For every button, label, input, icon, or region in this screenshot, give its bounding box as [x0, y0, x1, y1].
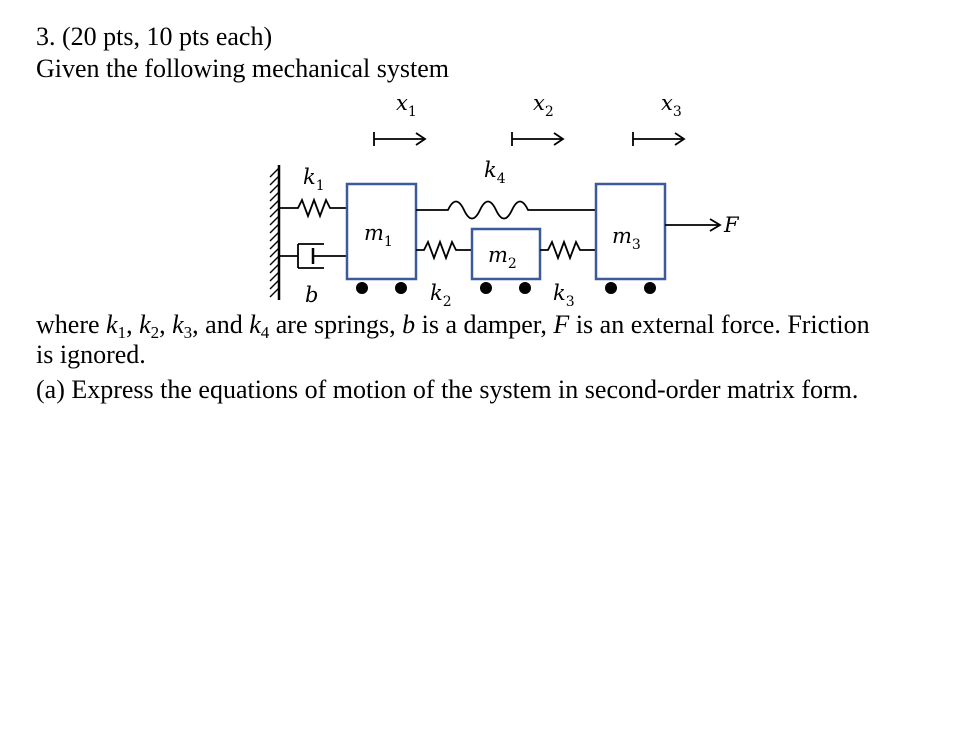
- m2-label: m2: [488, 243, 517, 272]
- wheel-m3-right: [644, 282, 656, 294]
- displacement-arrow-x3: [632, 132, 686, 146]
- x1-label: x1: [396, 91, 417, 120]
- wheel-m1-right: [395, 282, 407, 294]
- wheel-m2-right: [519, 282, 531, 294]
- spring-k4: [416, 200, 596, 220]
- mass-m2: [470, 227, 542, 281]
- mass-m3: [594, 182, 667, 281]
- mass-m1: [345, 182, 418, 281]
- displacement-arrow-x1: [373, 132, 427, 146]
- b-label: b: [305, 283, 318, 307]
- displacement-arrow-x2: [511, 132, 565, 146]
- spring-k1: [280, 197, 347, 219]
- m1-label: m1: [364, 221, 393, 250]
- problem-intro: Given the following mechanical system: [36, 54, 450, 83]
- wheel-m1-left: [356, 282, 368, 294]
- wall: [269, 165, 281, 300]
- spring-k3: [540, 239, 596, 261]
- wheel-m3-left: [605, 282, 617, 294]
- k2-label: k2: [430, 281, 452, 310]
- k1-label: k1: [303, 165, 325, 194]
- x3-label: x3: [661, 91, 682, 120]
- spring-k2: [416, 239, 472, 261]
- problem-description-continuation: is ignored.: [36, 340, 146, 369]
- wheel-m2-left: [480, 282, 492, 294]
- force-arrow: [665, 218, 722, 232]
- mechanical-system-diagram: x1 x2 x3 k1 b m1 k4 k2 m2 k3 m3 F: [269, 91, 740, 310]
- damper-b: [280, 243, 347, 269]
- k4-label: k4: [484, 158, 506, 187]
- force-label: F: [723, 213, 740, 237]
- problem-description: where k1, k2, k3, and k4 are springs, b …: [36, 310, 870, 342]
- part-a-question: (a) Express the equations of motion of t…: [36, 375, 859, 404]
- m3-label: m3: [612, 224, 641, 253]
- problem-header: 3. (20 pts, 10 pts each): [36, 22, 273, 51]
- x2-label: x2: [533, 91, 554, 120]
- k3-label: k3: [553, 281, 575, 310]
